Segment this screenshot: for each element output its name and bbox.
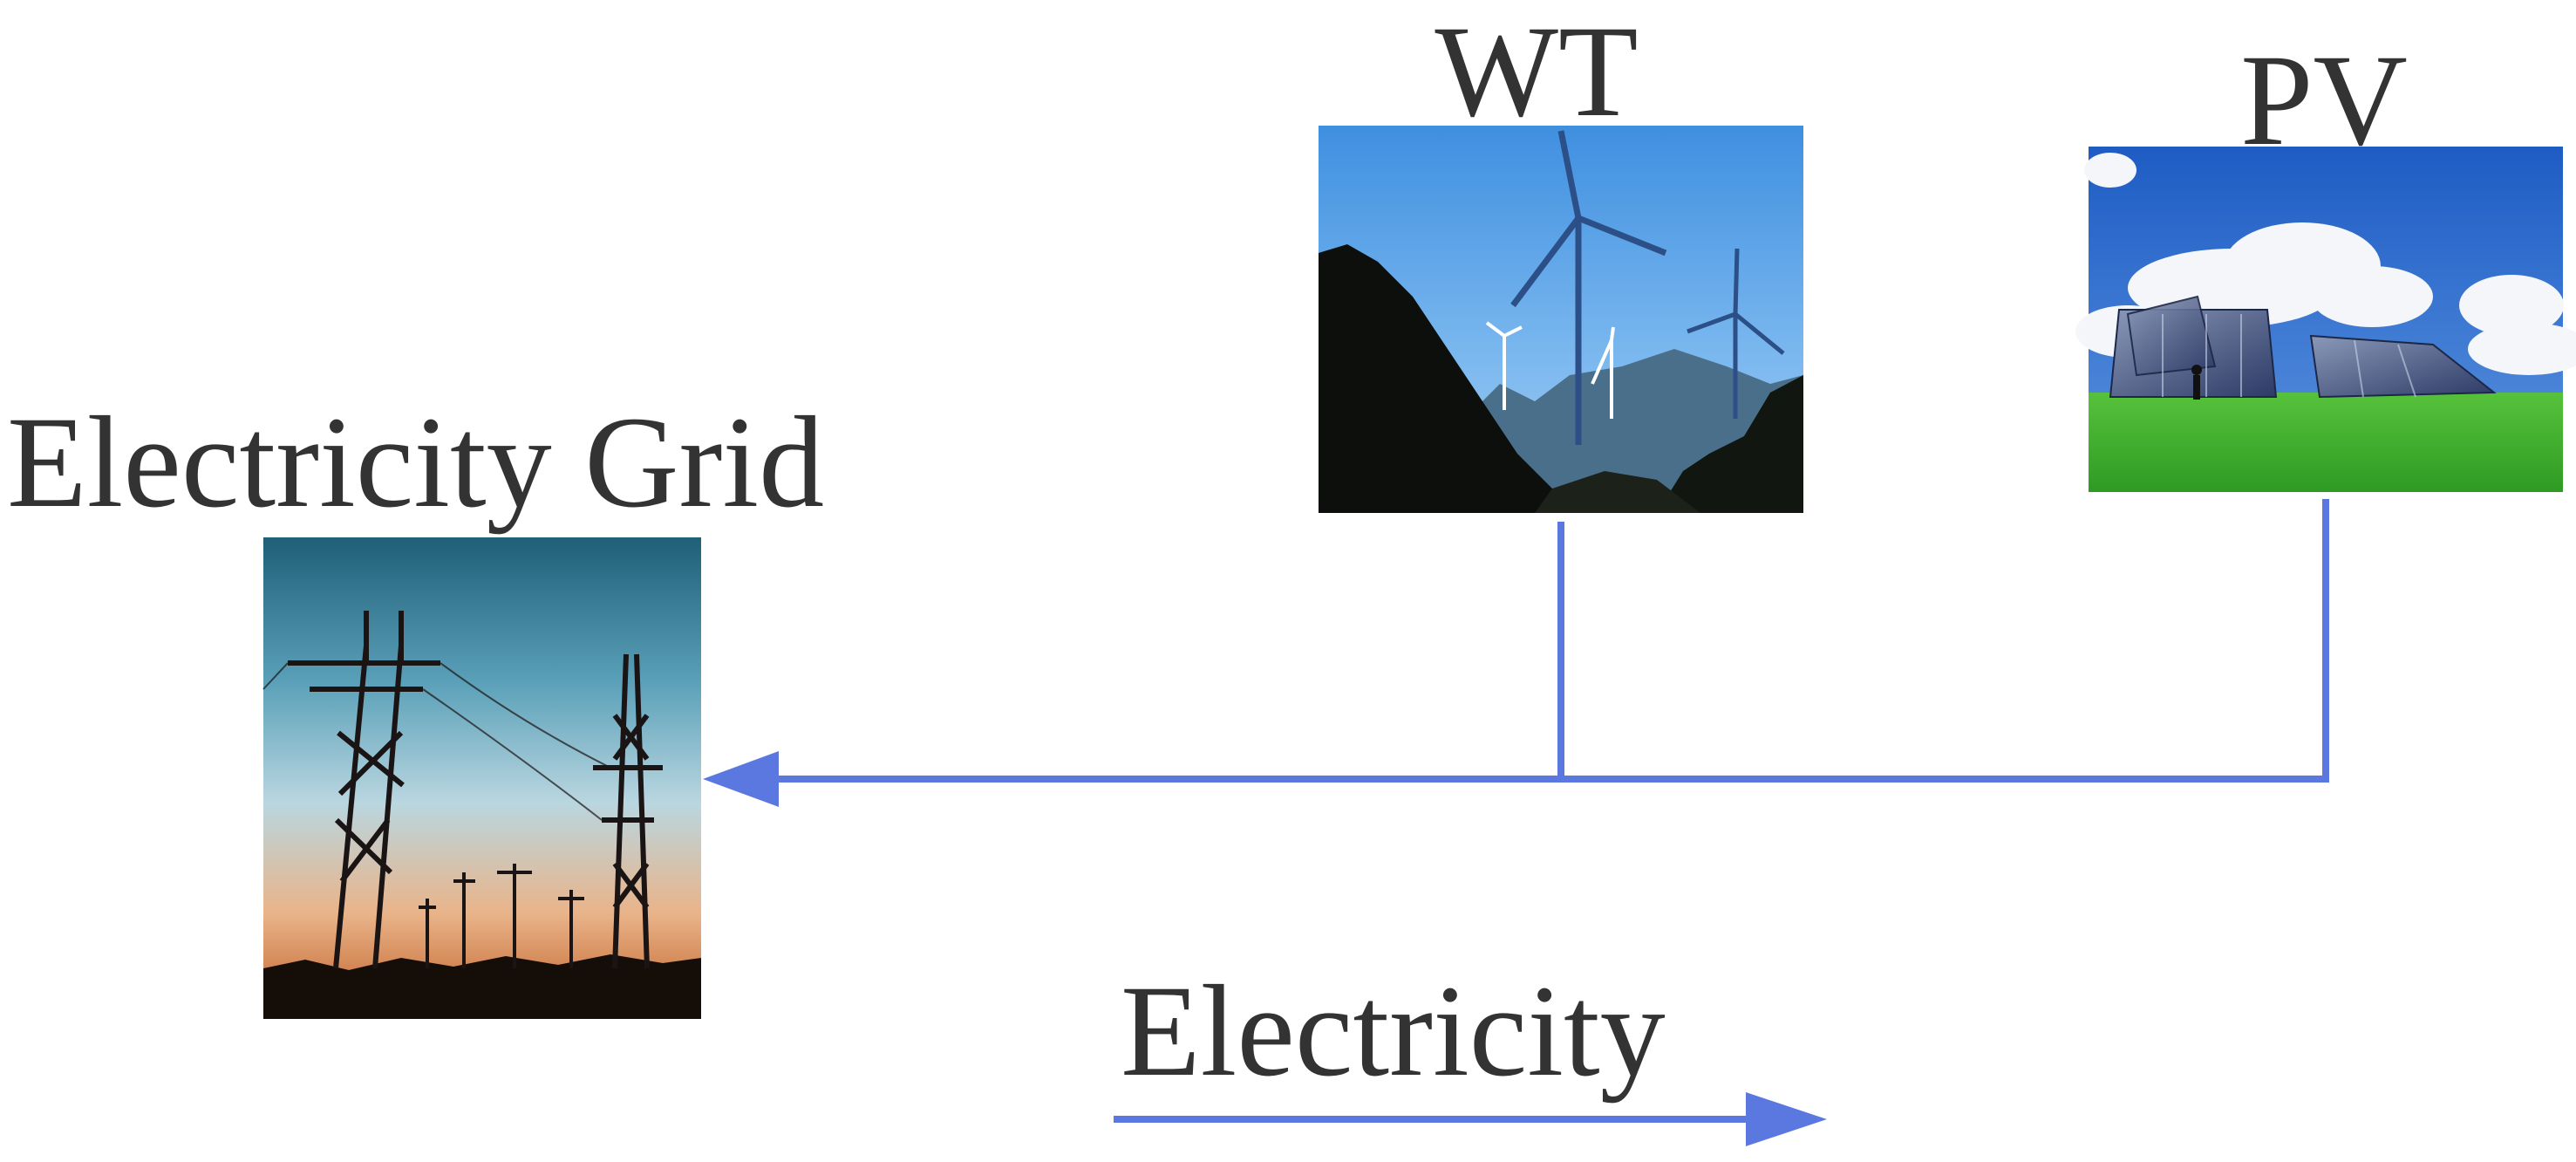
transmission-tower-photo <box>262 537 701 1019</box>
pv-node: PV <box>2075 28 2576 492</box>
legend: Electricity <box>1114 959 1827 1146</box>
solar-panel-photo <box>2075 147 2576 492</box>
legend-arrowhead <box>1746 1092 1827 1146</box>
legend-label: Electricity <box>1121 959 1666 1104</box>
wt-label: WT <box>1435 0 1638 144</box>
grid-label: Electricity Grid <box>7 390 824 535</box>
pv-flow-line <box>750 499 2329 783</box>
grid-node: Electricity Grid <box>7 390 824 1019</box>
wind-turbine-photo <box>1319 126 1803 513</box>
wind-turbine-node: WT <box>1319 0 1803 513</box>
grid-flow-arrowhead <box>703 751 779 807</box>
electricity-flow-lines <box>750 499 2329 783</box>
